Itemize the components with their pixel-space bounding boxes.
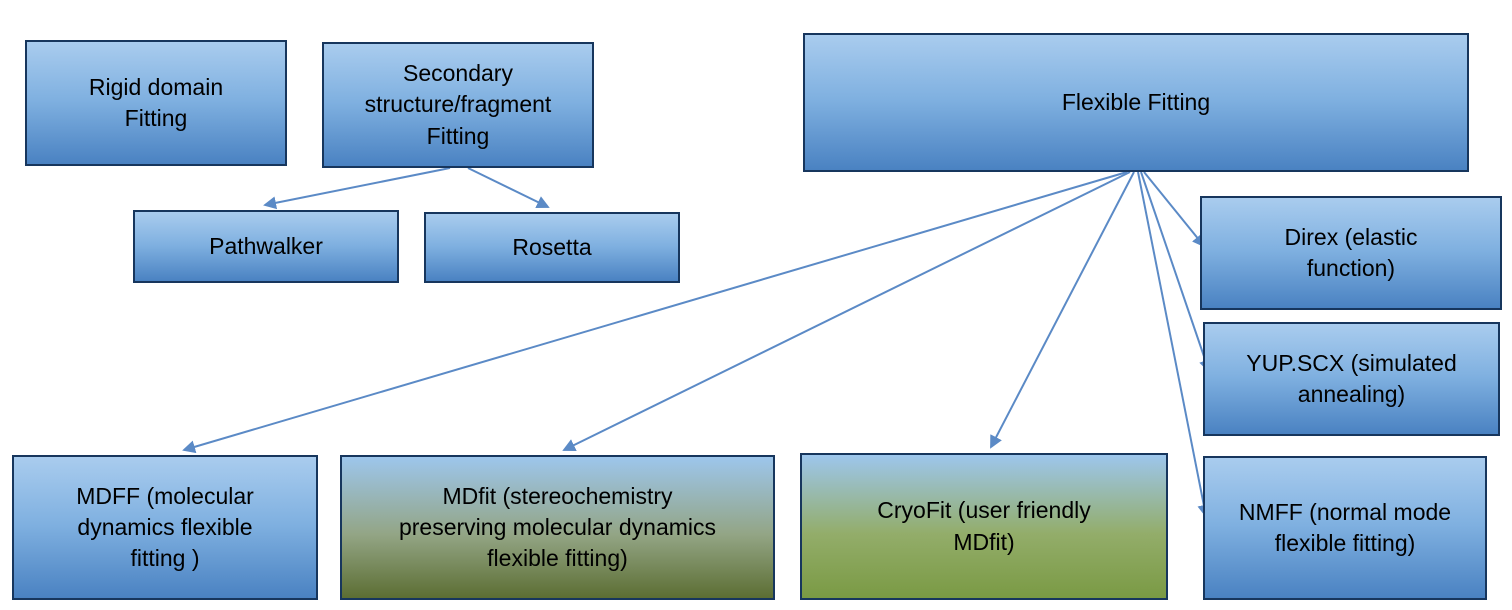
box-cryofit: CryoFit (user friendly MDfit) xyxy=(800,453,1168,600)
connector-flexible-to-cryofit xyxy=(990,171,1135,449)
box-mdfit: MDfit (stereochemistry preserving molecu… xyxy=(340,455,775,600)
box-yup-scx: YUP.SCX (simulated annealing) xyxy=(1203,322,1500,436)
box-nmff: NMFF (normal mode flexible fitting) xyxy=(1203,456,1487,600)
box-mdfit-label: MDfit (stereochemistry preserving molecu… xyxy=(398,482,716,572)
box-secondary-structure-fitting: Secondary structure/fragment Fitting xyxy=(322,42,594,168)
connector-secondary-to-pathwalker xyxy=(263,167,451,210)
box-nmff-label: NMFF (normal mode flexible fitting) xyxy=(1238,498,1452,556)
box-yup-scx-label: YUP.SCX (simulated annealing) xyxy=(1246,349,1457,407)
box-mdff-label: MDFF (molecular dynamics flexible fittin… xyxy=(76,482,254,572)
box-direx: Direx (elastic function) xyxy=(1200,196,1502,310)
box-secondary-structure-fitting-label: Secondary structure/fragment Fitting xyxy=(364,60,552,149)
connector-secondary-to-rosetta xyxy=(467,167,550,209)
connector-flexible-to-direx xyxy=(1143,171,1206,248)
box-flexible-fitting: Flexible Fitting xyxy=(803,33,1469,172)
box-cryofit-label: CryoFit (user friendly MDfit) xyxy=(877,497,1091,555)
box-rigid-domain-fitting: Rigid domain Fitting xyxy=(25,40,287,166)
connector-flexible-to-yupscx xyxy=(1140,171,1212,373)
box-pathwalker: Pathwalker xyxy=(133,210,399,283)
box-rosetta-label: Rosetta xyxy=(512,233,592,260)
box-mdff: MDFF (molecular dynamics flexible fittin… xyxy=(12,455,318,600)
box-flexible-fitting-label: Flexible Fitting xyxy=(1061,88,1211,115)
box-rigid-domain-fitting-label: Rigid domain Fitting xyxy=(88,73,224,131)
box-pathwalker-label: Pathwalker xyxy=(209,232,323,259)
box-direx-label: Direx (elastic function) xyxy=(1284,223,1418,281)
box-rosetta: Rosetta xyxy=(424,212,680,283)
